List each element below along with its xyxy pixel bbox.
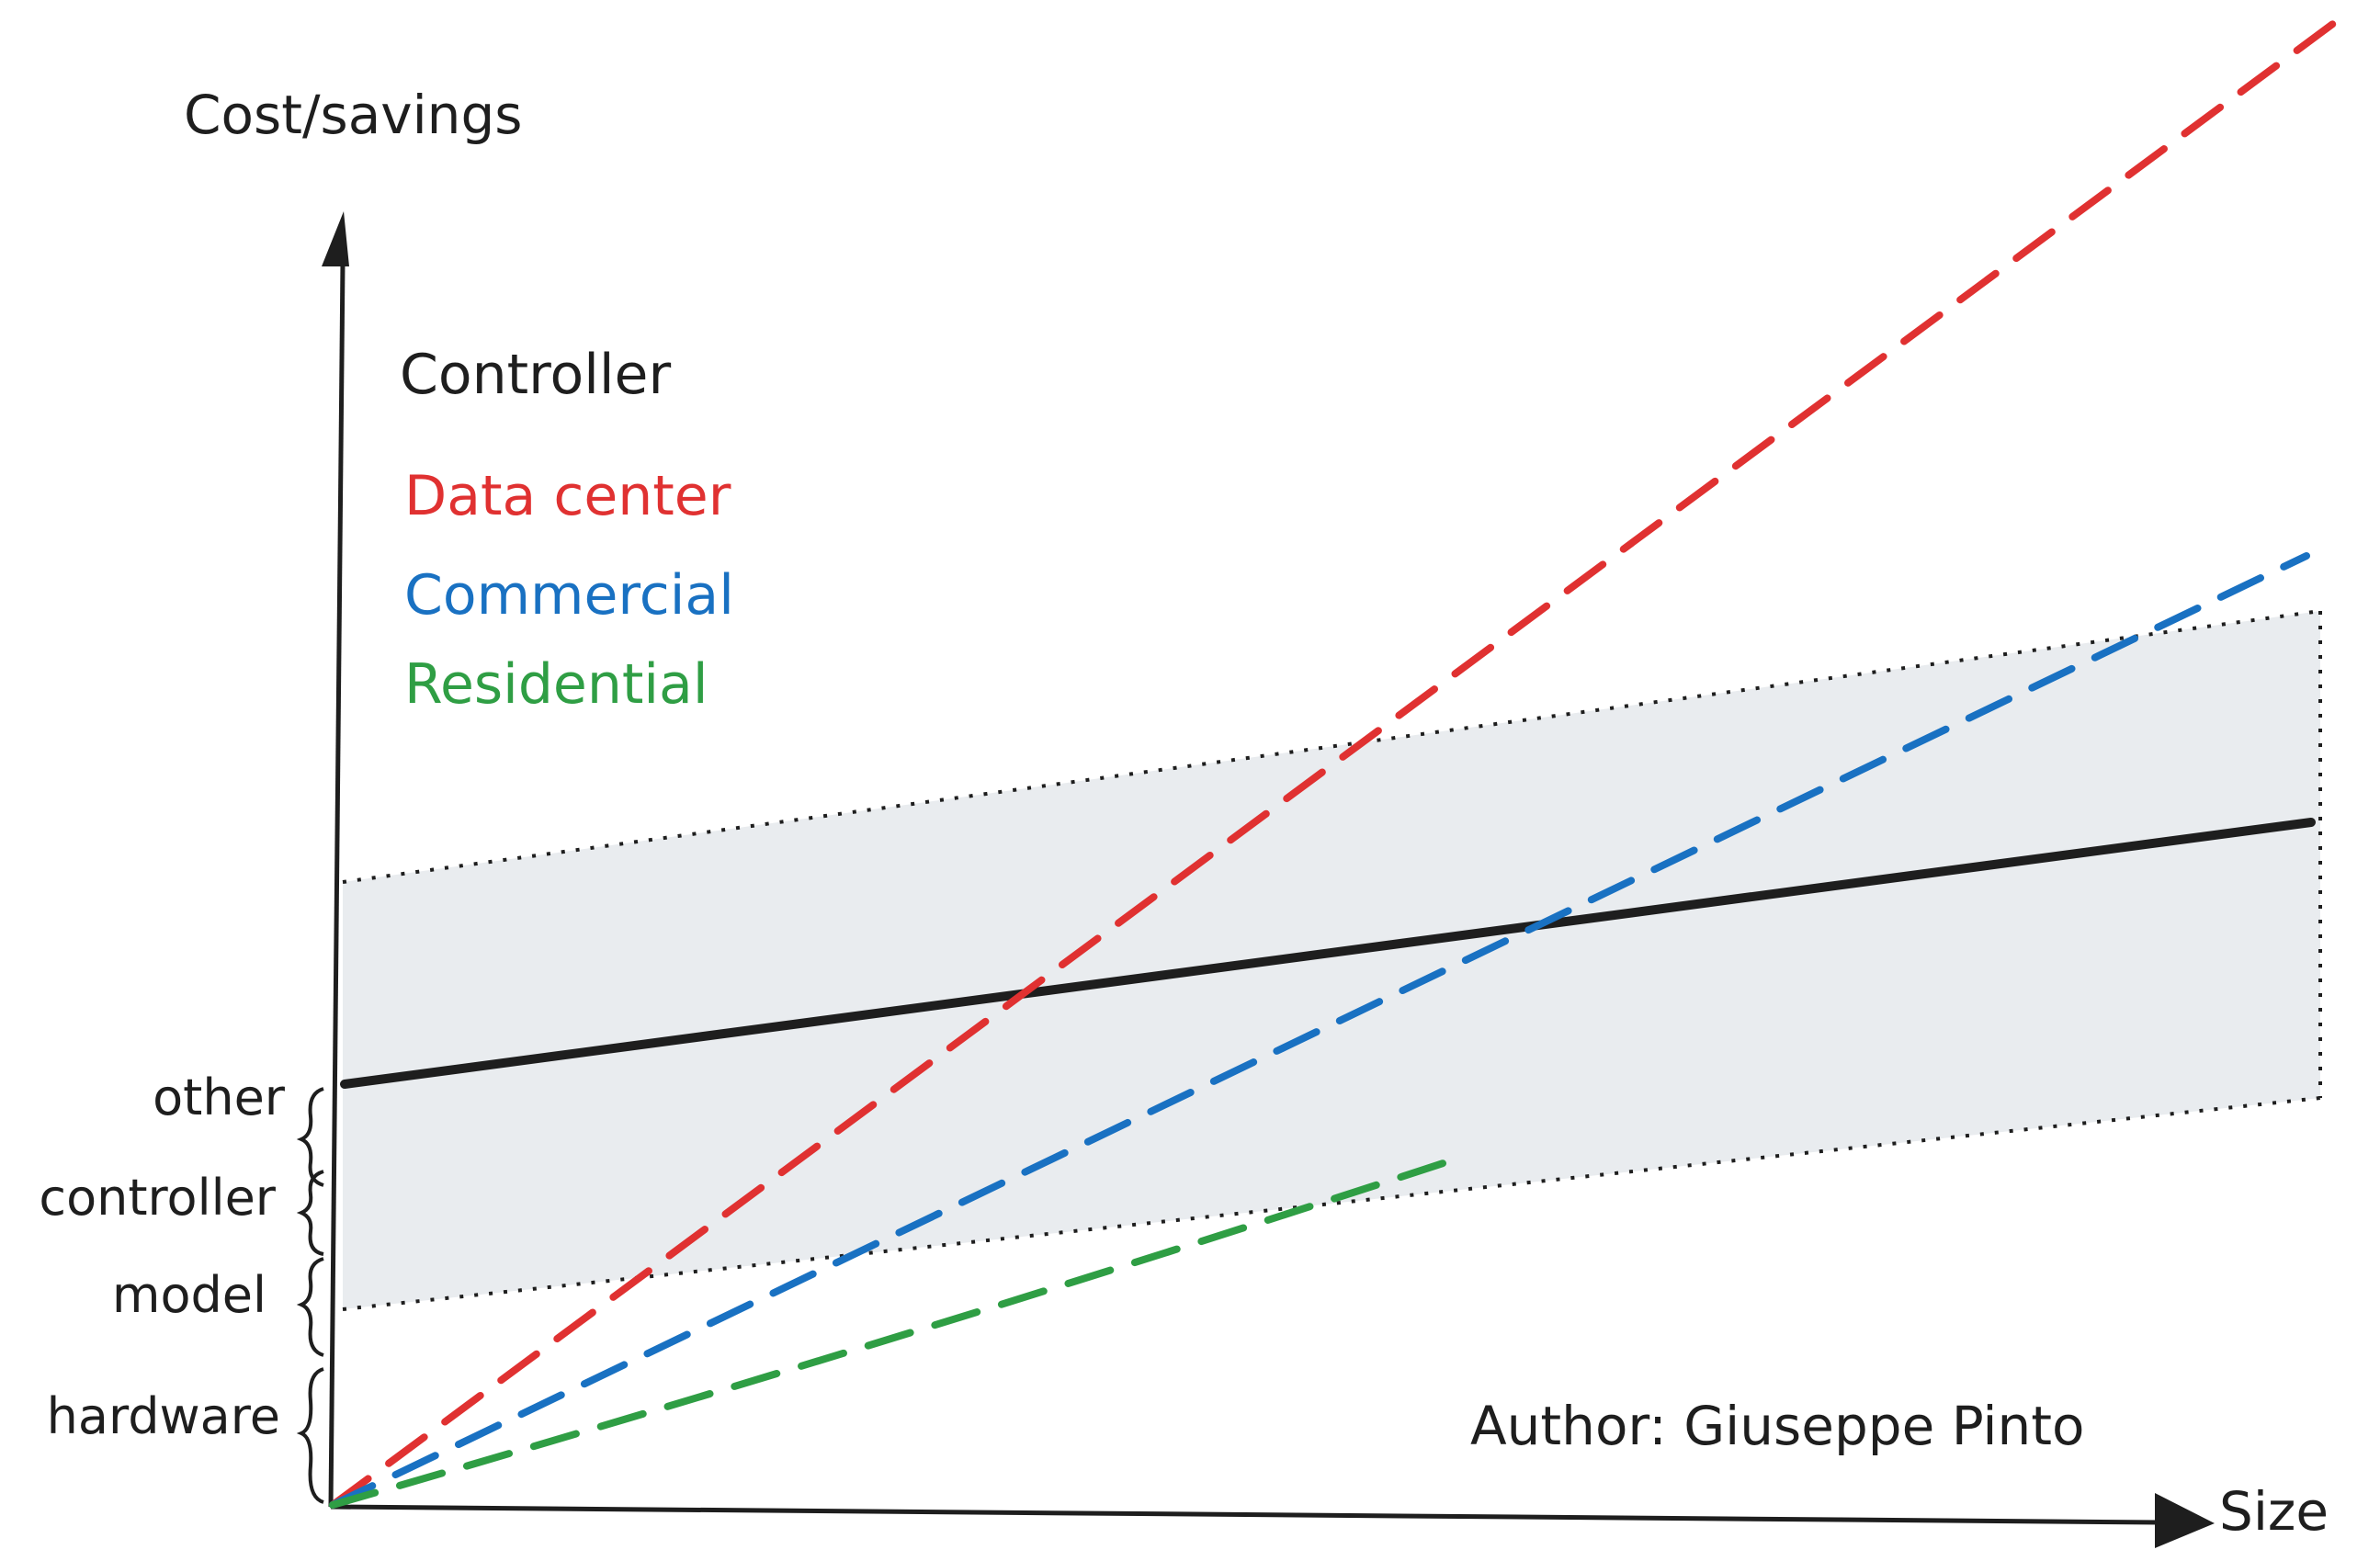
legend-controller: Controller bbox=[400, 343, 671, 407]
x-axis bbox=[330, 1504, 2160, 1525]
y-axis bbox=[328, 261, 346, 1508]
x-axis-label: Size bbox=[2219, 1480, 2329, 1543]
component-hardware: hardware bbox=[47, 1387, 280, 1445]
x-axis-arrowhead bbox=[2155, 1493, 2215, 1548]
brace-controller bbox=[296, 1170, 324, 1256]
brace-hardware bbox=[296, 1367, 324, 1504]
legend-residential: Residential bbox=[404, 652, 708, 717]
brace-other bbox=[296, 1087, 324, 1187]
component-model: model bbox=[112, 1266, 266, 1324]
legend-commercial: Commercial bbox=[404, 563, 734, 628]
component-other: other bbox=[153, 1069, 286, 1126]
residential-savings-line bbox=[329, 1152, 1469, 1509]
controller-cost-band bbox=[343, 611, 2320, 1309]
brace-model bbox=[296, 1257, 324, 1357]
band-upper-bound bbox=[342, 609, 2321, 884]
commercial-savings-line bbox=[329, 552, 2310, 1509]
component-controller: controller bbox=[39, 1169, 276, 1227]
author-credit: Author: Giuseppe Pinto bbox=[1470, 1395, 2085, 1457]
y-axis-label: Cost/savings bbox=[184, 84, 522, 146]
controller-cost-line bbox=[340, 818, 2316, 1089]
y-axis-arrowhead bbox=[322, 211, 349, 266]
legend-data-center: Data center bbox=[404, 464, 731, 528]
